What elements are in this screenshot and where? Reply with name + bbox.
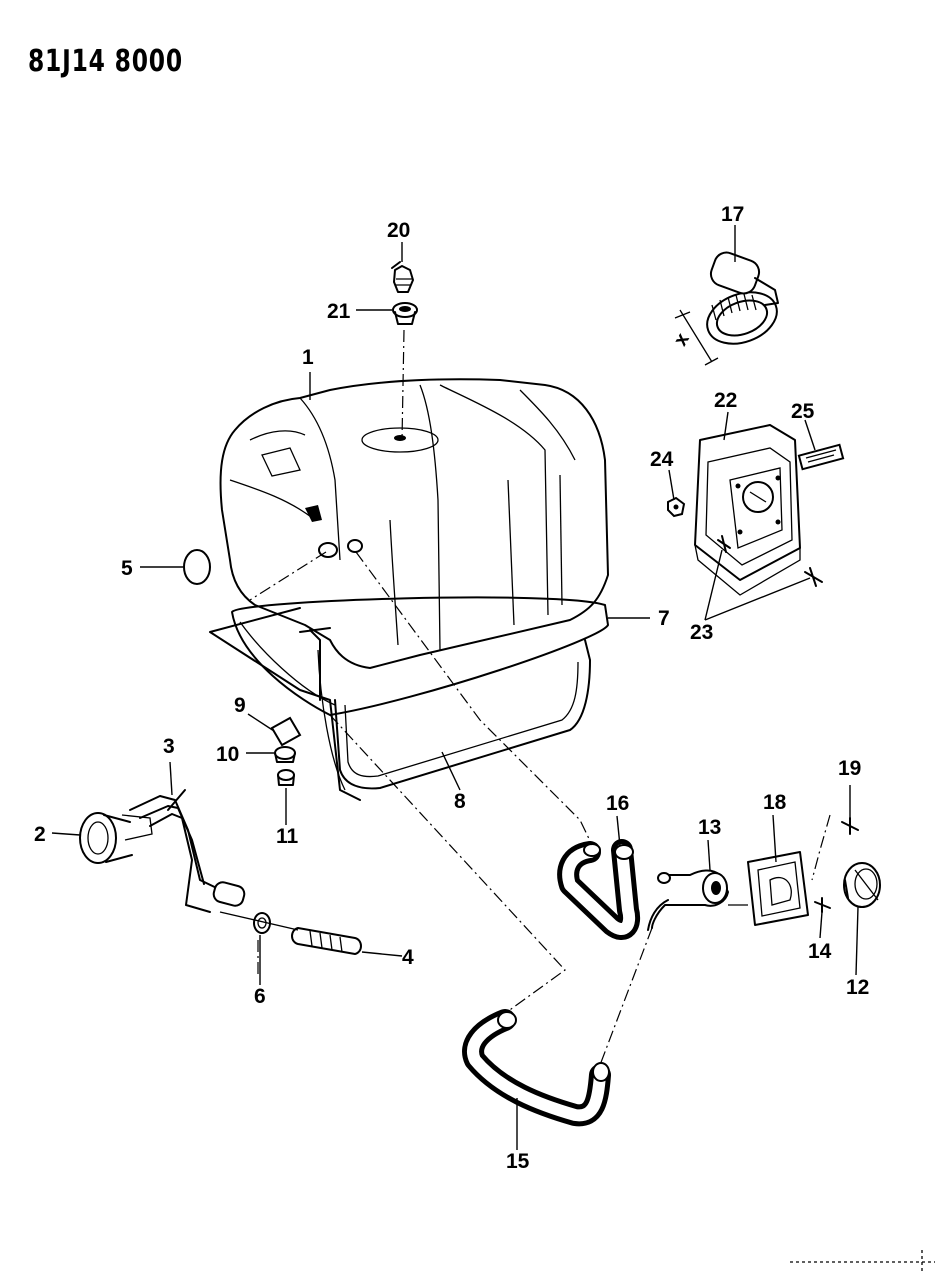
leader-lines (51, 225, 859, 1150)
vent-hose[interactable] (557, 839, 641, 940)
insulator[interactable] (277, 769, 295, 786)
filler-housing[interactable] (694, 424, 801, 596)
callout-18[interactable]: 18 (763, 791, 787, 814)
callout-13[interactable]: 13 (698, 816, 721, 839)
filler-hose[interactable] (462, 1009, 611, 1127)
callout-15[interactable]: 15 (506, 1150, 530, 1173)
door-screw[interactable] (814, 897, 831, 913)
fuel-sending-unit[interactable] (79, 812, 153, 864)
callout-24[interactable]: 24 (650, 448, 674, 471)
callout-19[interactable]: 19 (838, 757, 861, 780)
callout-8[interactable]: 8 (454, 790, 466, 813)
callout-11[interactable]: 11 (276, 825, 299, 848)
filler-neck[interactable] (647, 869, 729, 931)
mount-screw[interactable] (841, 817, 859, 835)
callout-5[interactable]: 5 (121, 557, 133, 580)
grommet[interactable] (392, 302, 418, 325)
callout-14[interactable]: 14 (808, 940, 832, 963)
warning-label (797, 443, 845, 471)
callout-16[interactable]: 16 (606, 792, 629, 815)
fuel-lines[interactable] (129, 789, 246, 913)
strap-pad[interactable] (270, 716, 302, 747)
fuel-tank[interactable] (219, 378, 609, 669)
callout-7[interactable]: 7 (658, 607, 670, 630)
callout-20[interactable]: 20 (387, 219, 410, 242)
scan-mark (790, 1250, 935, 1274)
callout-1[interactable]: 1 (302, 346, 314, 369)
callout-labels: 1 2 3 4 5 6 7 8 9 10 11 12 13 14 15 16 1… (34, 203, 869, 1173)
callout-23[interactable]: 23 (690, 621, 713, 644)
callout-4[interactable]: 4 (402, 946, 414, 969)
callout-22[interactable]: 22 (714, 389, 737, 412)
dimension-label: X (674, 332, 691, 347)
housing-nut[interactable] (667, 496, 686, 518)
housing-screw[interactable] (717, 535, 823, 587)
filler-door-housing[interactable] (747, 851, 809, 926)
callout-10[interactable]: 10 (216, 743, 239, 766)
diagram-code: 81J14 8000 (28, 44, 183, 79)
tank-skid-plate[interactable] (209, 596, 609, 801)
fuel-filter[interactable] (291, 927, 362, 955)
hose-clamp[interactable] (674, 249, 784, 366)
callout-21[interactable]: 21 (327, 300, 351, 323)
callout-25[interactable]: 25 (791, 400, 815, 423)
callout-9[interactable]: 9 (234, 694, 246, 717)
fuel-cap[interactable] (843, 862, 881, 908)
callout-2[interactable]: 2 (34, 823, 46, 846)
callout-12[interactable]: 12 (846, 976, 869, 999)
callout-6[interactable]: 6 (254, 985, 266, 1008)
o-ring[interactable] (183, 549, 211, 585)
callout-17[interactable]: 17 (721, 203, 744, 226)
vent-valve[interactable] (391, 261, 414, 293)
strap-nut[interactable] (274, 746, 296, 763)
hose-clamp-small[interactable] (253, 912, 271, 934)
callout-3[interactable]: 3 (163, 735, 175, 758)
